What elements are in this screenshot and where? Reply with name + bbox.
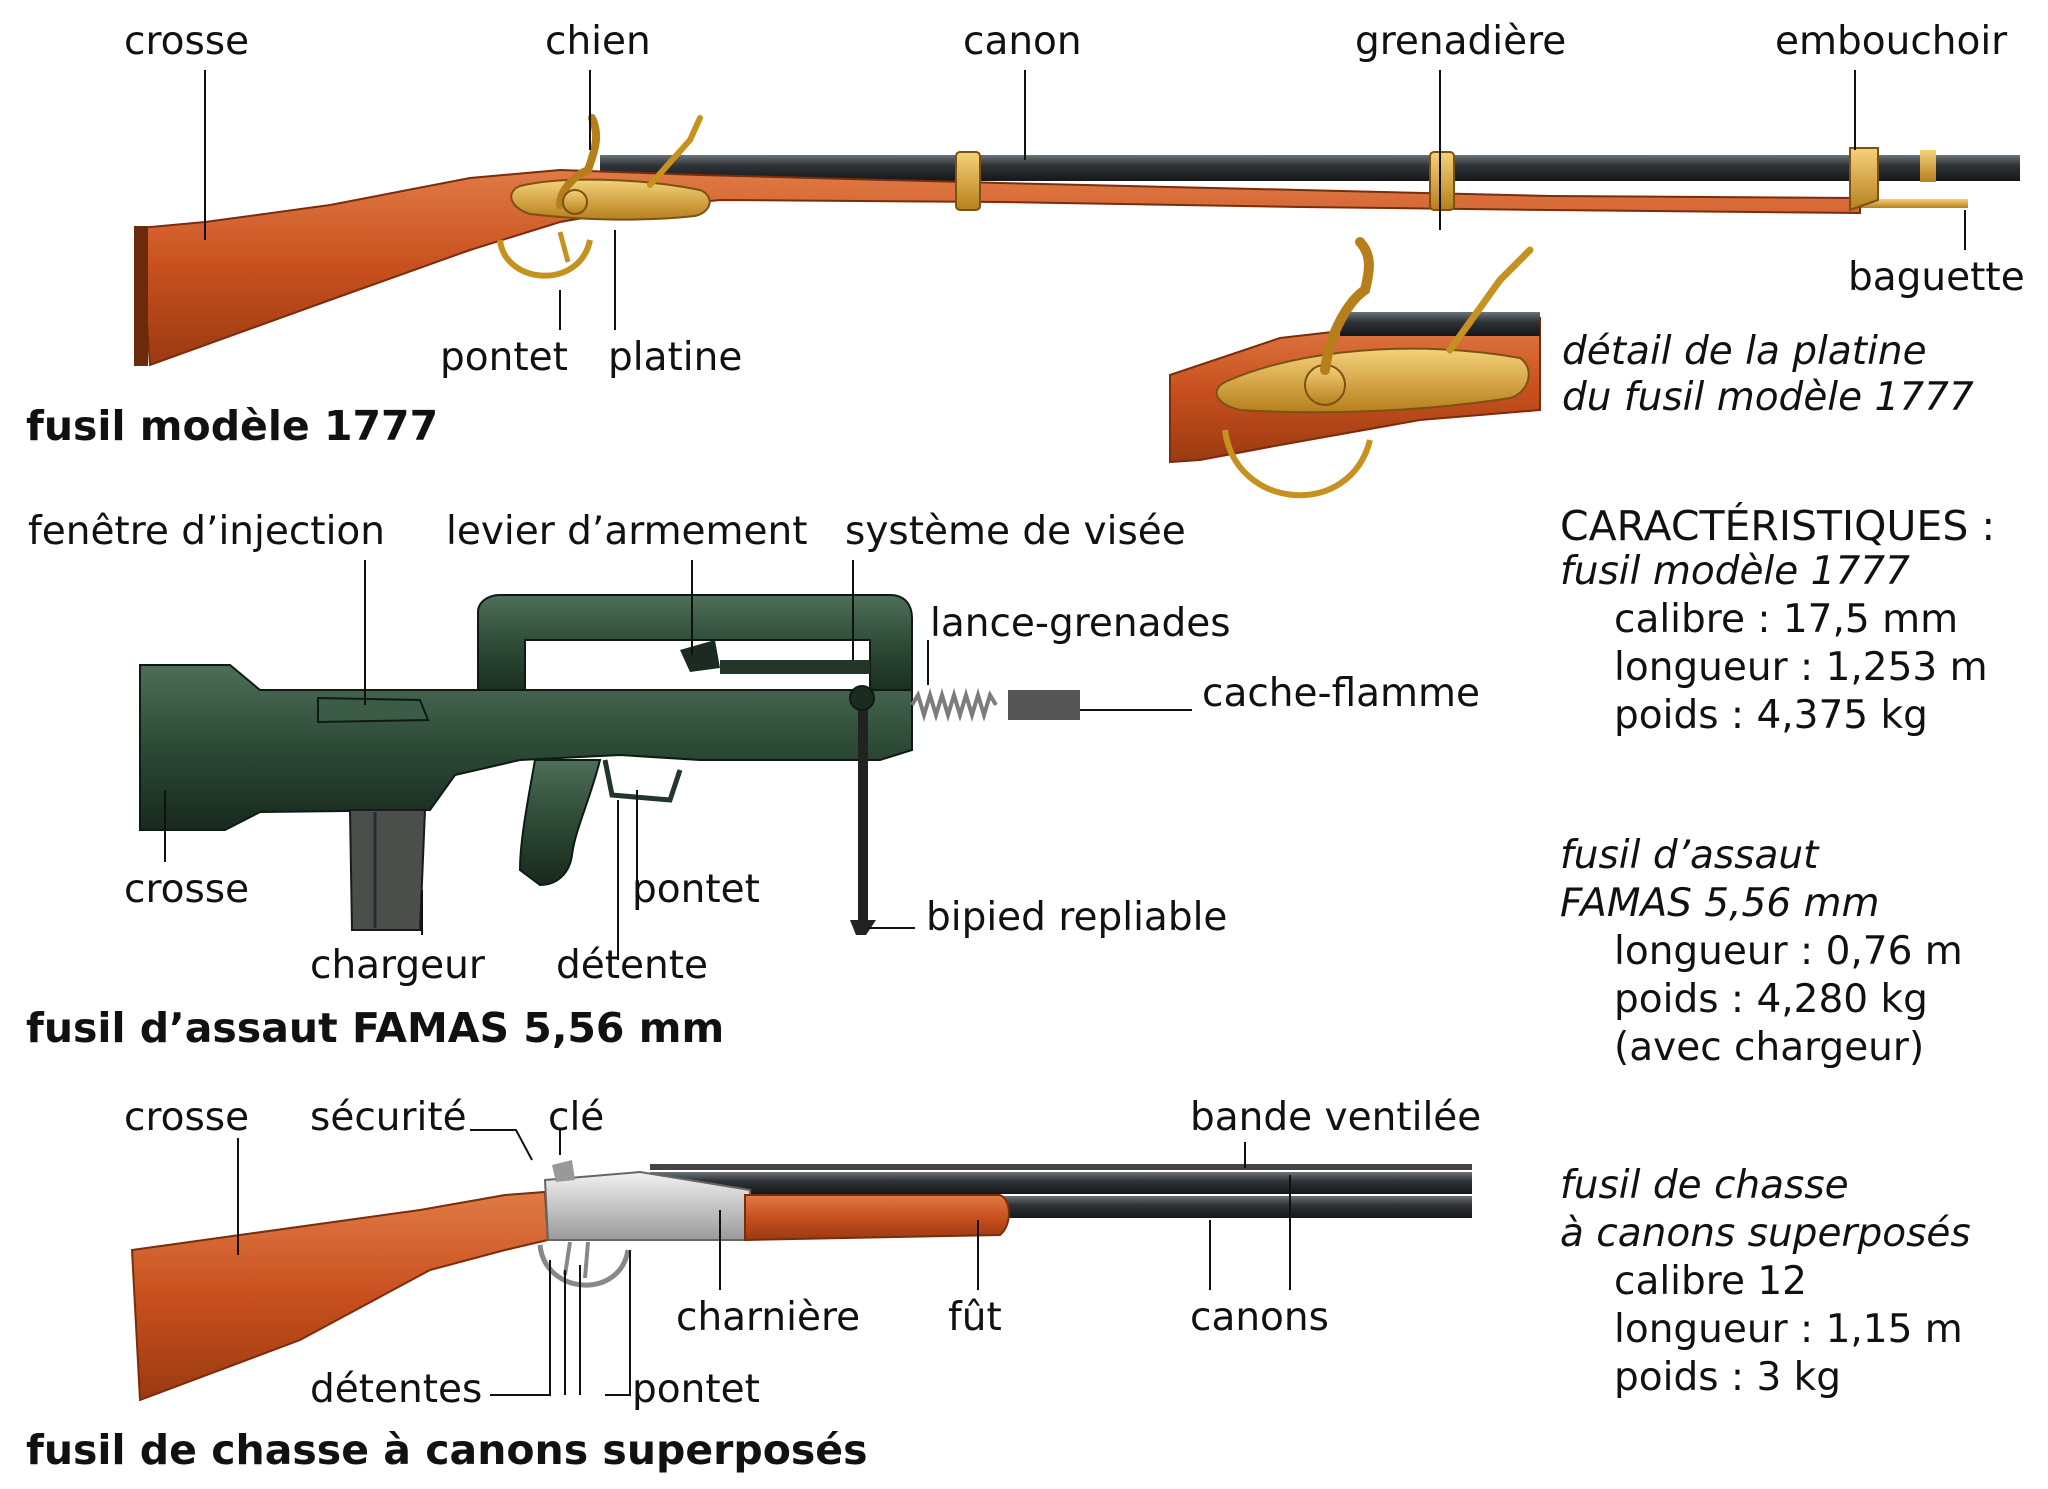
shotgun-forend xyxy=(744,1194,1010,1242)
famas-flash-hider xyxy=(1008,690,1080,720)
label-famas-lance: lance-grenades xyxy=(930,601,1231,646)
specs-shotgun-name2: à canons superposés xyxy=(1560,1211,1971,1256)
label-famas-levier: levier d’armement xyxy=(446,509,808,554)
famas-ejection-window xyxy=(317,696,430,724)
specs-shotgun-poids: poids : 3 kg xyxy=(1614,1355,1842,1400)
musket-butt-plate xyxy=(134,226,148,366)
musket-front-ring xyxy=(1920,150,1936,182)
musket-lock xyxy=(510,178,711,221)
label-famas-bipied: bipied repliable xyxy=(926,895,1228,940)
label-shotgun-fut: fût xyxy=(948,1295,1002,1340)
label-shotgun-cle: clé xyxy=(548,1095,605,1140)
famas-bipod-leg xyxy=(858,700,868,920)
label-shotgun-bande: bande ventilée xyxy=(1190,1095,1482,1140)
leader-lines xyxy=(164,70,1966,1396)
specs-shotgun-longueur: longueur : 1,15 m xyxy=(1614,1307,1963,1352)
lock-detail-plate xyxy=(1215,347,1530,414)
label-famas-chargeur: chargeur xyxy=(310,943,485,988)
musket-hammer xyxy=(556,114,601,209)
label-shotgun-charniere: charnière xyxy=(676,1295,861,1340)
lock-detail-frizzen xyxy=(1446,246,1534,354)
label-shotgun-detentes: détentes xyxy=(310,1367,483,1412)
label-musket-baguette: baguette xyxy=(1848,255,2025,300)
label-famas-pontet: pontet xyxy=(632,867,760,912)
label-famas-fenetre: fenêtre d’injection xyxy=(28,509,385,554)
musket-hammer-screw xyxy=(562,189,588,215)
label-famas-cache: cache-flamme xyxy=(1202,671,1481,716)
specs-famas-name2: FAMAS 5,56 mm xyxy=(1560,881,1880,926)
label-shotgun-pontet: pontet xyxy=(632,1367,760,1412)
shotgun-illustration xyxy=(130,1160,1472,1402)
specs-musket-longueur: longueur : 1,253 m xyxy=(1614,645,1988,690)
shotgun-triggers xyxy=(563,1241,590,1279)
lock-detail-illustration xyxy=(1169,237,1541,499)
shotgun-vent-rib xyxy=(650,1164,1472,1170)
lock-detail-caption-line2: du fusil modèle 1777 xyxy=(1562,375,1974,420)
famas-grip xyxy=(518,759,602,887)
specs-shotgun-calibre: calibre 12 xyxy=(1614,1259,1807,1304)
famas-title: fusil d’assaut FAMAS 5,56 mm xyxy=(26,1004,725,1052)
label-musket-pontet: pontet xyxy=(440,335,568,380)
famas-bipod-foot xyxy=(850,920,876,935)
musket-barrel xyxy=(600,155,2020,181)
label-shotgun-securite: sécurité xyxy=(310,1095,467,1140)
famas-illustration xyxy=(139,594,1080,935)
shotgun-top-lever xyxy=(552,1160,575,1182)
famas-sight-rail xyxy=(720,660,870,674)
famas-front-screw xyxy=(849,685,875,711)
label-musket-embouchoir: embouchoir xyxy=(1775,19,2008,64)
shotgun-title: fusil de chasse à canons superposés xyxy=(26,1426,868,1474)
label-famas-crosse: crosse xyxy=(124,867,250,912)
label-shotgun-canons: canons xyxy=(1190,1295,1329,1340)
musket-frizzen xyxy=(647,115,703,188)
shotgun-stock xyxy=(130,1190,550,1402)
label-musket-platine: platine xyxy=(608,335,743,380)
famas-trigger-guard xyxy=(602,759,683,803)
famas-carry-handle xyxy=(477,594,913,701)
specs-shotgun-name1: fusil de chasse xyxy=(1560,1163,1849,1208)
lock-detail-hammer xyxy=(1320,237,1374,375)
specs-heading: CARACTÉRISTIQUES : xyxy=(1560,502,1996,550)
specs-musket-calibre: calibre : 17,5 mm xyxy=(1614,597,1959,642)
famas-receiver xyxy=(139,664,913,831)
musket-trigger-guard xyxy=(497,239,593,279)
musket-illustration xyxy=(134,114,2020,367)
lock-detail-barrel xyxy=(1340,312,1540,336)
label-shotgun-crosse: crosse xyxy=(124,1095,250,1140)
label-musket-crosse: crosse xyxy=(124,19,250,64)
musket-title: fusil modèle 1777 xyxy=(26,402,439,450)
specs-musket-name: fusil modèle 1777 xyxy=(1560,549,1910,594)
specs-musket-poids: poids : 4,375 kg xyxy=(1614,693,1928,738)
shotgun-trigger-guard xyxy=(537,1244,631,1288)
label-famas-detente: détente xyxy=(556,943,709,988)
specs-famas-name1: fusil d’assaut xyxy=(1560,833,1819,878)
musket-band-2 xyxy=(1429,151,1455,211)
specs-famas-note: (avec chargeur) xyxy=(1614,1025,1925,1070)
lock-detail-trigger-guard xyxy=(1222,429,1373,499)
shotgun-barrel-top xyxy=(650,1172,1472,1194)
specs-famas-longueur: longueur : 0,76 m xyxy=(1614,929,1963,974)
musket-nose-cap xyxy=(1849,147,1879,212)
musket-trigger xyxy=(557,231,571,263)
label-famas-visee: système de visée xyxy=(845,509,1186,554)
famas-charging-handle xyxy=(680,640,720,672)
musket-band-1 xyxy=(955,151,981,211)
famas-grenade-launcher xyxy=(910,688,998,722)
label-musket-chien: chien xyxy=(545,19,651,64)
musket-ramrod xyxy=(1840,199,1968,208)
label-musket-canon: canon xyxy=(963,19,1082,64)
famas-magazine xyxy=(348,809,427,931)
lock-detail-caption-line1: détail de la platine xyxy=(1562,329,1927,374)
specs-famas-poids: poids : 4,280 kg xyxy=(1614,977,1928,1022)
label-musket-grenadiere: grenadière xyxy=(1355,19,1567,64)
